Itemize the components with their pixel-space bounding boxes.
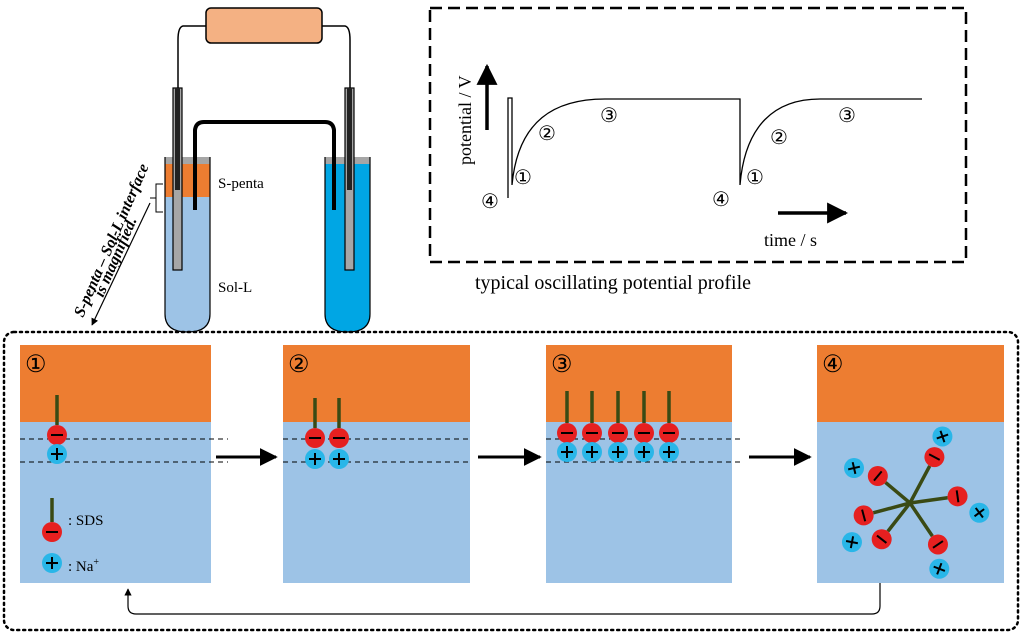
profile-frame (428, 6, 968, 264)
sds-tail (909, 495, 948, 505)
legend-sds-label: : SDS (68, 513, 103, 529)
y-axis-label: potential / V (455, 75, 475, 165)
minus-sign-icon (861, 509, 867, 522)
power-source-icon (205, 7, 323, 44)
legend-na-label: : Na+ (68, 557, 99, 575)
panel-number: ① (25, 352, 47, 378)
sds-tail (872, 501, 911, 515)
test-tube-icon (164, 157, 211, 333)
oil-phase-label: S-penta (218, 176, 264, 192)
potential-trace (507, 97, 922, 198)
plus-sign-icon (936, 430, 949, 443)
minus-sign-icon (876, 534, 888, 544)
plus-sign-icon (933, 562, 946, 575)
panel-number: ③ (551, 352, 573, 378)
panel-2: ② (283, 345, 470, 583)
apparatus: S-penta Sol-L S-penta – Sol-L interface … (71, 7, 371, 333)
profile-caption: typical oscillating potential profile (475, 272, 751, 294)
return-loop-arrow (124, 583, 881, 615)
interface-bracket (150, 183, 163, 213)
panel-number: ④ (822, 352, 844, 378)
x-axis-label: time / s (764, 230, 817, 250)
profile-marker-4a: ④ (481, 191, 499, 213)
minus-sign-icon (873, 470, 883, 482)
minus-sign-icon (955, 490, 960, 503)
plus-sign-icon (586, 446, 598, 458)
molecules-layer (42, 391, 990, 579)
wire-right (322, 25, 351, 88)
plus-sign-icon (309, 453, 321, 465)
sds-tail (886, 501, 912, 533)
plus-sign-icon (51, 448, 63, 460)
electrode-icon (172, 87, 183, 271)
electrode-icon (344, 87, 355, 271)
profile-marker-1a: ① (514, 167, 532, 189)
aqueous-phase-label: Sol-L (218, 280, 252, 296)
panel-4: ④ (817, 345, 1004, 583)
minus-sign-icon (932, 540, 944, 549)
legend-na-superscript: + (93, 557, 99, 568)
profile-marker-3a: ③ (600, 105, 618, 127)
wire-left (177, 25, 206, 88)
plus-sign-icon (973, 507, 985, 519)
plus-sign-icon (845, 536, 859, 549)
profile-marker-1b: ① (746, 167, 764, 189)
plus-sign-icon (333, 453, 345, 465)
minus-sign-icon (928, 453, 941, 461)
sds-tail (908, 465, 932, 504)
plus-sign-icon (847, 461, 861, 475)
potential-profile: potential / V time / s ④ ① ② ③ ④ ① ② ③ t… (428, 6, 968, 294)
profile-marker-3b: ③ (838, 105, 856, 127)
legend-na-text: : Na (68, 559, 94, 575)
panel-3: ③ (546, 345, 732, 583)
profile-marker-2a: ② (538, 123, 556, 145)
magnify-arrow (91, 202, 151, 326)
panel-1: ① (20, 345, 211, 583)
interface-note-line1: S-penta – Sol-L interface (71, 161, 152, 319)
mechanism-frame (2, 330, 1020, 632)
panel-number: ② (288, 352, 310, 378)
plus-sign-icon (663, 446, 675, 458)
profile-marker-2b: ② (770, 127, 788, 149)
mechanism-section: ① ② ③ ④ (2, 330, 1020, 632)
sds-tail (884, 481, 912, 505)
plus-sign-icon (638, 446, 650, 458)
salt-bridge (193, 120, 336, 210)
plus-sign-icon (561, 446, 573, 458)
plus-sign-icon (612, 446, 624, 458)
plus-sign-icon (46, 557, 58, 569)
sds-tail (908, 502, 934, 538)
profile-marker-4b: ④ (712, 189, 730, 211)
